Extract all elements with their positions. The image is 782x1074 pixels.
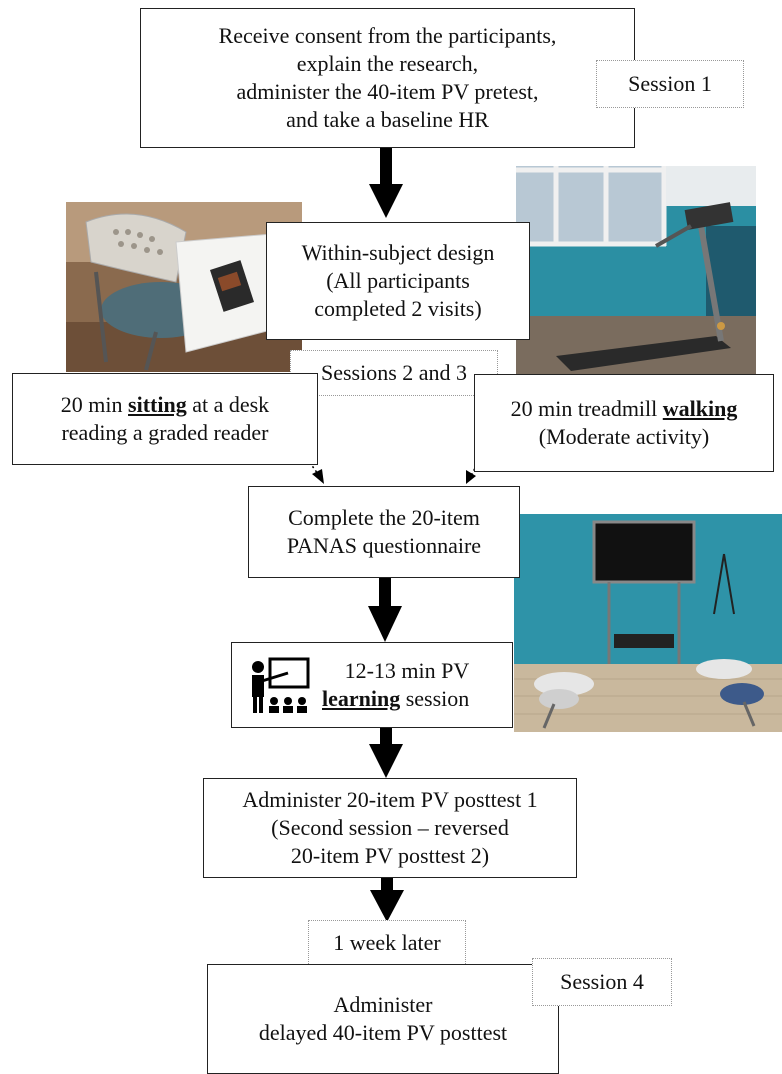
learning-line-1: 12-13 min PV (344, 658, 470, 683)
classroom-photo (514, 514, 782, 732)
walking-emphasis: walking (662, 396, 738, 421)
arrow-down-3 (369, 726, 403, 778)
consent-line-2: explain the research, (296, 51, 479, 76)
teacher-presentation-icon (244, 655, 312, 715)
panas-box: Complete the 20-item PANAS questionnaire (248, 486, 520, 578)
arrow-down-2 (368, 578, 402, 642)
posttest-line-3: 20-item PV posttest 2) (290, 843, 490, 868)
delayed-line-1: Administer (333, 992, 433, 1017)
arrow-down-4 (370, 876, 404, 922)
sitting-emphasis: sitting (128, 392, 187, 417)
posttest-line-2: (Second session – reversed (271, 815, 509, 840)
posttest-line-1: Administer 20-item PV posttest 1 (242, 787, 538, 812)
design-line-3: completed 2 visits) (314, 296, 482, 321)
consent-box: Receive consent from the participants, e… (140, 8, 635, 148)
walking-line-1: 20 min treadmill walking (510, 396, 738, 421)
design-box: Within-subject design (All participants … (266, 222, 530, 340)
panas-line-1: Complete the 20-item (288, 505, 480, 530)
walking-line-2: (Moderate activity) (538, 424, 710, 449)
consent-line-4: and take a baseline HR (286, 107, 489, 132)
learning-emphasis: learning (322, 686, 401, 711)
delayed-posttest-box: Administer delayed 40-item PV posttest (207, 964, 559, 1074)
treadmill-photo (516, 166, 756, 374)
arrow-down-1 (369, 146, 403, 218)
delayed-line-2: delayed 40-item PV posttest (258, 1020, 508, 1045)
session-4-label: Session 4 (532, 958, 672, 1006)
learning-line-2: learning session (322, 686, 470, 711)
consent-line-3: administer the 40-item PV pretest, (236, 79, 539, 104)
sessions-2-3-label: Sessions 2 and 3 (290, 350, 498, 396)
dotted-arrow-left (291, 437, 324, 484)
sitting-line-2: reading a graded reader (61, 420, 269, 445)
design-line-1: Within-subject design (301, 240, 495, 265)
sitting-line-1: 20 min sitting at a desk (60, 392, 270, 417)
consent-line-1: Receive consent from the participants, (218, 23, 557, 48)
session-1-label: Session 1 (596, 60, 744, 108)
sitting-box: 20 min sitting at a desk reading a grade… (12, 373, 318, 465)
learning-box: 12-13 min PV learning session (231, 642, 513, 728)
posttest-box: Administer 20-item PV posttest 1 (Second… (203, 778, 577, 878)
one-week-later-label: 1 week later (308, 920, 466, 966)
design-line-2: (All participants (326, 268, 470, 293)
walking-box: 20 min treadmill walking (Moderate activ… (474, 374, 774, 472)
panas-line-2: PANAS questionnaire (286, 533, 482, 558)
